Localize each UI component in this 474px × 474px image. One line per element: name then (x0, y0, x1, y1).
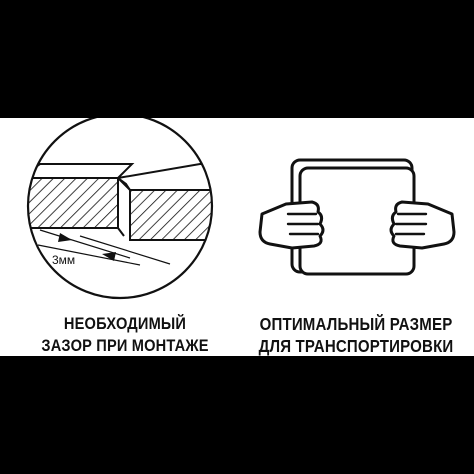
gap-caption-line-1: НЕОБХОДИМЫЙ (63, 314, 187, 333)
transport-illustration (258, 158, 456, 276)
transport-caption-line-2: ДЛЯ ТРАНСПОРТИРОВКИ (258, 336, 454, 356)
transport-caption: ОПТИМАЛЬНЫЙ РАЗМЕР ДЛЯ ТРАНСПОРТИРОВКИ (255, 313, 458, 356)
magnifier-circle (26, 118, 214, 300)
left-board (28, 177, 119, 229)
right-hand-icon (389, 200, 456, 250)
right-board (129, 189, 212, 241)
left-hand-icon (258, 200, 325, 250)
gap-arrow-right (102, 252, 116, 261)
gap-caption: НЕОБХОДИМЫЙ ЗАЗОР ПРИ МОНТАЖЕ (30, 313, 221, 356)
joint-edge (117, 177, 131, 240)
diagram-artwork: 3мм (26, 118, 456, 300)
gap-dimension-line (37, 244, 141, 266)
transport-caption-line-1: ОПТИМАЛЬНЫЙ РАЗМЕР (259, 314, 453, 334)
gap-caption-line-2: ЗАЗОР ПРИ МОНТАЖЕ (41, 336, 209, 355)
joint-detail-circle (26, 118, 214, 300)
right-board-top-face (115, 163, 212, 191)
info-panel: 3мм НЕОБХОДИМЫЙ ЗАЗОР ПРИ МОНТАЖЕ ОПТИМА… (0, 118, 474, 356)
gap-arrow-left (58, 233, 72, 242)
gap-label: 3мм (52, 253, 75, 267)
gap-extension-line-right (79, 235, 171, 265)
